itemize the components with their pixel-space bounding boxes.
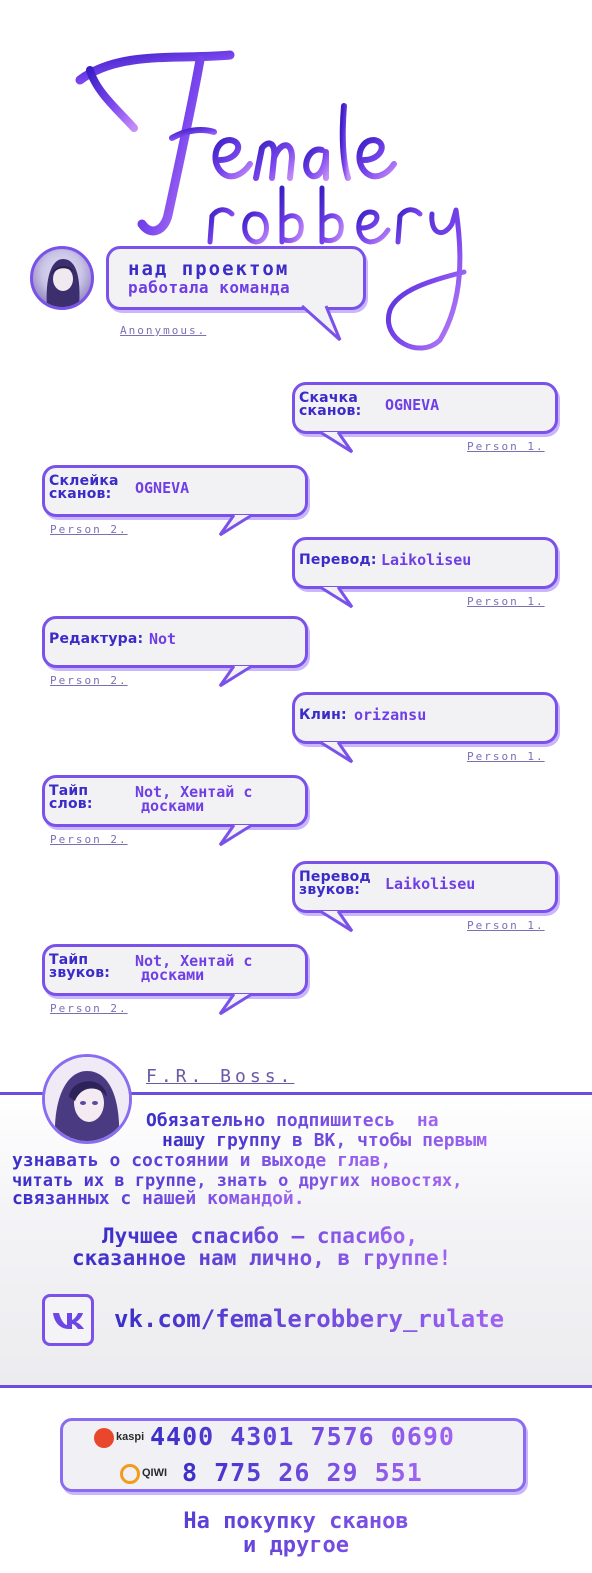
- team-avatar: [30, 246, 94, 310]
- credit-label: Скачка: [299, 390, 358, 406]
- header-bubble-tail: [300, 304, 342, 342]
- qiwi-number[interactable]: 8 775 26 29 551: [182, 1458, 423, 1487]
- credit-label-2: звуков:: [299, 882, 361, 898]
- boss-message-line4: читать их в группе, знать о других новос…: [12, 1171, 463, 1191]
- credit-label: Тайп: [49, 952, 89, 968]
- credit-bubble-tail: [218, 513, 253, 537]
- boss-portrait-icon: [45, 1057, 129, 1141]
- boss-message-line2: нашу группу в ВК, чтобы первым: [162, 1130, 488, 1151]
- credit-value: Laikoliseu: [385, 875, 476, 893]
- header-line2: работала команда: [128, 278, 291, 297]
- credit-bubble-tail: [319, 740, 354, 764]
- credit-value-2: досками: [141, 797, 205, 815]
- credit-value: Not, Хентай с: [135, 783, 253, 801]
- credit-bubble: [42, 944, 308, 996]
- boss-avatar: [42, 1054, 132, 1144]
- boss-message-line1: Обязательно подпишитесь на: [146, 1110, 439, 1131]
- credit-bubble-tail: [319, 430, 354, 454]
- credit-bubble: [42, 775, 308, 827]
- thanks-line1: Лучшее спасибо — спасибо,: [102, 1224, 419, 1248]
- credit-label-2: звуков:: [49, 965, 111, 981]
- credit-bubble: [292, 692, 558, 744]
- credit-person: Person 1.: [467, 595, 545, 608]
- vk-link[interactable]: vk.com/femalerobbery_rulate: [114, 1305, 505, 1333]
- credit-bubble: [292, 861, 558, 913]
- header-bubble: [106, 246, 366, 310]
- credit-bubble-tail: [319, 909, 354, 933]
- credit-bubble: [292, 382, 558, 434]
- female-robbery-logo: [75, 50, 467, 351]
- credit-value: Not, Хентай с: [135, 952, 253, 970]
- credit-bubble-tail: [218, 823, 253, 847]
- credit-label: Перевод: [299, 869, 371, 885]
- vk-icon: [53, 1313, 84, 1329]
- credit-label-2: слов:: [49, 796, 93, 812]
- credit-person: Person 2.: [50, 1002, 128, 1015]
- credit-bubble-tail: [218, 664, 253, 688]
- vk-logo-button[interactable]: [42, 1294, 94, 1346]
- credit-person: Person 2.: [50, 833, 128, 846]
- credit-label-2: сканов:: [299, 403, 362, 419]
- qiwi-label: QIWI: [142, 1467, 168, 1479]
- credit-value: OGNEVA: [385, 396, 440, 414]
- boss-name: F.R. Boss.: [146, 1066, 295, 1087]
- footer-line2: и другое: [0, 1534, 592, 1558]
- header-line1: над проектом: [128, 258, 290, 280]
- credit-bubble-tail: [319, 585, 354, 609]
- thanks-line2: сказанное нам лично, в группе!: [72, 1246, 452, 1270]
- kaspi-number[interactable]: 4400 4301 7576 0690: [150, 1422, 455, 1451]
- boss-message-line3: узнавать о состоянии и выходе глав,: [12, 1150, 392, 1171]
- credit-person: Person 1.: [467, 919, 545, 932]
- credit-label: Склейка: [49, 473, 119, 489]
- credit-bubble-tail: [218, 992, 253, 1016]
- credit-label: Клин:: [299, 707, 347, 723]
- header-signature: Anonymous.: [120, 324, 207, 337]
- credit-value: orizansu: [354, 706, 427, 724]
- qiwi-icon: [120, 1464, 140, 1484]
- credit-value: OGNEVA: [135, 479, 190, 497]
- footer-line1: На покупку сканов: [0, 1510, 592, 1534]
- credit-person: Person 2.: [50, 523, 128, 536]
- credit-label: Редактура:: [49, 631, 144, 647]
- credit-value: Not: [149, 630, 177, 648]
- credit-person: Person 2.: [50, 674, 128, 687]
- girl-portrait-icon: [46, 259, 80, 307]
- kaspi-label: kaspi: [116, 1431, 145, 1443]
- credit-bubble: [42, 465, 308, 517]
- credit-label-2: сканов:: [49, 486, 112, 502]
- kaspi-icon: [94, 1428, 114, 1448]
- credit-value-2: досками: [141, 966, 205, 984]
- credit-value: Laikoliseu: [381, 551, 472, 569]
- credit-label: Перевод:: [299, 552, 377, 568]
- credit-person: Person 1.: [467, 440, 545, 453]
- boss-message-line5: связанных с нашей командой.: [12, 1188, 305, 1209]
- credit-label: Тайп: [49, 783, 89, 799]
- credit-person: Person 1.: [467, 750, 545, 763]
- credit-bubble: [42, 616, 308, 668]
- credit-bubble: [292, 537, 558, 589]
